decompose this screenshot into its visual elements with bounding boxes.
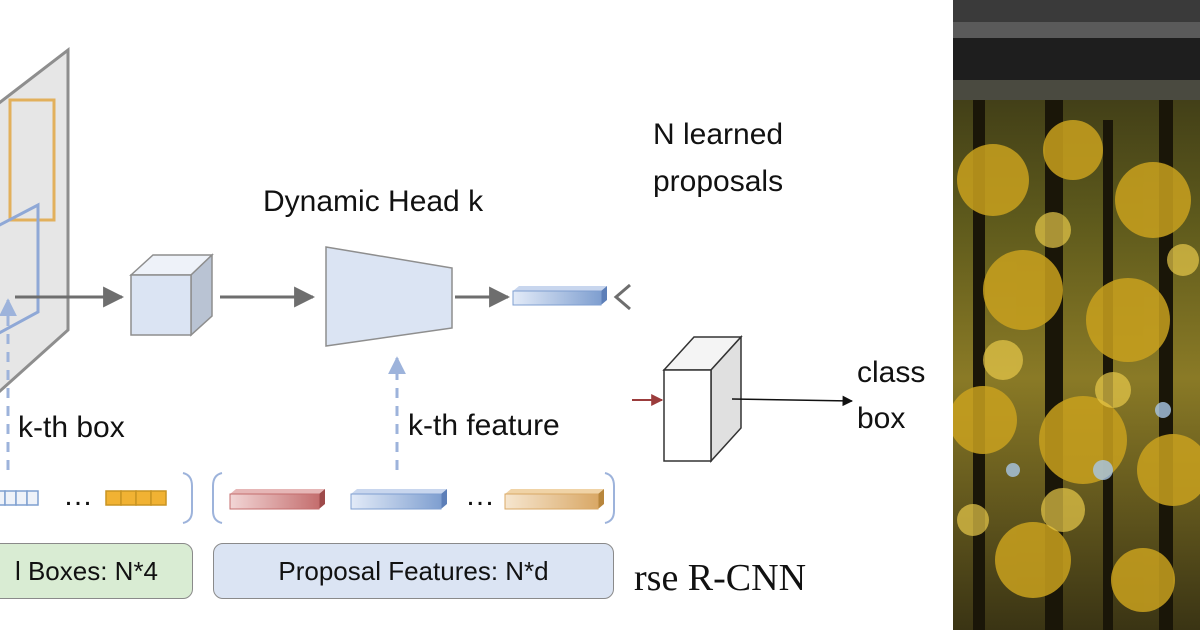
orange-feature-strip	[504, 489, 604, 510]
class-output-label: class	[857, 356, 926, 389]
learned-boxes-pill: l Boxes: N*4	[0, 543, 193, 599]
learned-boxes-bracket	[0, 472, 193, 524]
orange-box	[8, 98, 56, 222]
learned-proposals-label-line2: proposals	[653, 165, 784, 198]
orange-box-cells	[105, 490, 167, 506]
red-feature-strip	[229, 489, 325, 510]
blue-box-cells	[0, 490, 39, 506]
blue-box	[0, 202, 40, 335]
learned-proposals-label-line1: N learned	[653, 118, 784, 151]
figure-caption: rse R-CNN	[634, 557, 807, 599]
forest-photo-icon	[953, 0, 1200, 630]
dynamic-head-label: Dynamic Head k	[263, 185, 484, 218]
dynamic-head-trapezoid	[325, 246, 453, 347]
arrow-to-class-box	[731, 395, 854, 407]
output-cube	[662, 335, 743, 463]
proposal-features-bracket	[212, 472, 615, 524]
proposal-features-pill: Proposal Features: N*d	[213, 543, 614, 599]
output-feature-strip	[512, 286, 607, 306]
box-output-label: box	[857, 402, 906, 435]
kth-box-label: k-th box	[18, 411, 125, 444]
boxes-ellipsis: …	[63, 479, 93, 512]
forest-photo	[953, 0, 1200, 630]
feature-map-panel	[0, 46, 70, 394]
cropped-chevron-icon	[613, 283, 631, 311]
features-ellipsis: …	[465, 479, 495, 512]
blue-feature-strip	[350, 489, 447, 510]
kth-feature-label: k-th feature	[408, 409, 560, 442]
roi-feature-cube	[129, 253, 214, 337]
